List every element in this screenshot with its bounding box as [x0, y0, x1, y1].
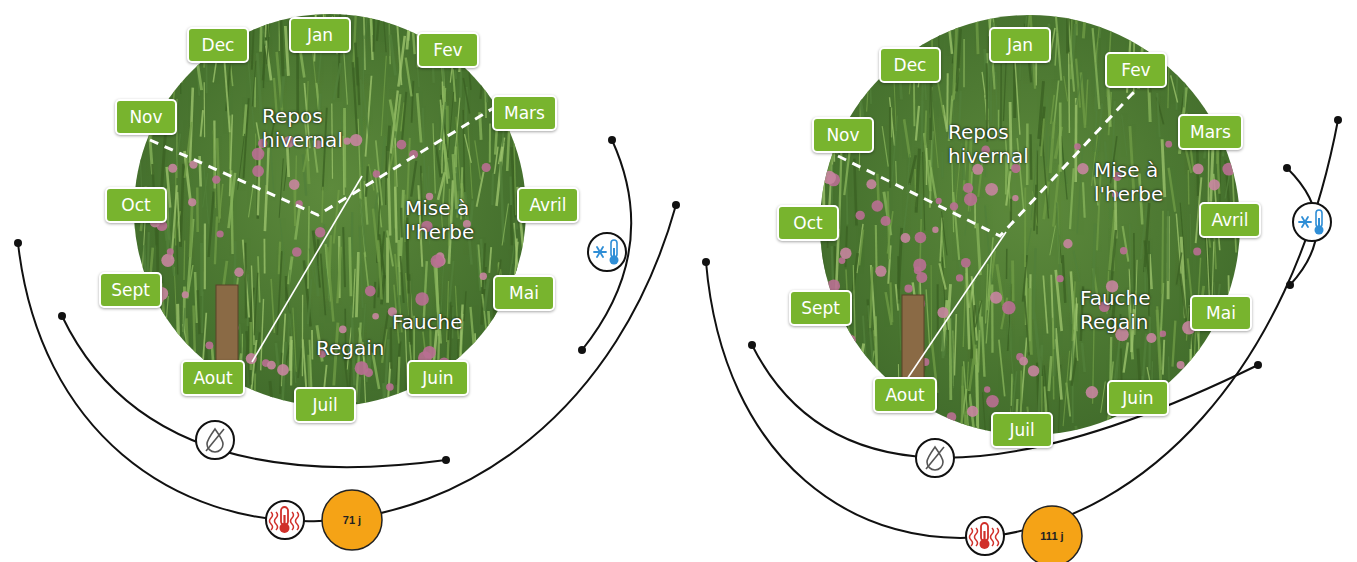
cold-icon	[1293, 203, 1331, 241]
month-box: Oct	[105, 187, 167, 223]
month-label: Sept	[801, 298, 840, 318]
month-label: Juin	[1122, 388, 1153, 408]
month-label: Aout	[193, 368, 232, 388]
month-label: Jan	[307, 25, 333, 45]
month-box: Dec	[187, 27, 249, 63]
month-label: Nov	[129, 107, 162, 127]
cold-icon	[588, 233, 626, 271]
duration-badge: 111 j	[1020, 504, 1084, 562]
month-box: Nov	[812, 117, 874, 153]
month-box: Jan	[989, 27, 1051, 63]
period-label: Repos hivernal	[262, 104, 382, 152]
month-box: Juil	[294, 387, 356, 423]
month-label: Mars	[504, 103, 545, 123]
month-label: Aout	[885, 385, 924, 405]
month-label: Juil	[312, 395, 337, 415]
month-label: Jan	[1007, 35, 1033, 55]
month-label: Avril	[529, 195, 566, 215]
month-label: Mars	[1190, 122, 1231, 142]
duration-text: 71 j	[326, 488, 378, 552]
month-label: Avril	[1211, 210, 1248, 230]
month-box: Sept	[99, 272, 162, 308]
month-box: Avril	[1199, 202, 1261, 238]
month-box: Fev	[1105, 52, 1167, 88]
month-label: Dec	[202, 35, 235, 55]
period-label: Mise à l'herbe	[405, 196, 510, 244]
month-label: Sept	[111, 280, 150, 300]
month-box: Aout	[873, 377, 937, 413]
meadow-right	[815, 0, 1245, 455]
duration-text: 111 j	[1026, 504, 1078, 562]
month-box: Juin	[1107, 380, 1169, 416]
month-box: Avril	[517, 187, 579, 223]
month-box: Dec	[879, 47, 941, 83]
month-box: Mai	[493, 275, 555, 311]
month-label: Oct	[793, 213, 822, 233]
month-label: Oct	[121, 195, 150, 215]
month-box: Jan	[289, 17, 351, 53]
month-box: Fev	[417, 32, 479, 68]
month-box: Aout	[181, 360, 245, 396]
month-box: Mars	[492, 95, 557, 131]
month-label: Mai	[509, 283, 539, 303]
month-box: Mai	[1190, 295, 1252, 331]
period-label: Mise à l'herbe	[1094, 158, 1194, 206]
month-box: Sept	[789, 290, 852, 326]
month-box: Nov	[115, 99, 177, 135]
month-box: Oct	[777, 205, 839, 241]
period-label: Repos hivernal	[948, 120, 1048, 168]
month-box: Juin	[407, 360, 469, 396]
month-label: Juin	[422, 368, 453, 388]
duration-badge: 71 j	[320, 488, 384, 552]
month-label: Juil	[1009, 420, 1034, 440]
month-label: Mai	[1206, 303, 1236, 323]
heat-icon	[966, 517, 1004, 555]
meadow-left	[130, 0, 531, 423]
month-label: Dec	[894, 55, 927, 75]
period-lines	[150, 64, 1160, 382]
month-label: Fev	[1121, 60, 1150, 80]
period-label: Fauche	[392, 310, 492, 334]
month-label: Nov	[826, 125, 859, 145]
month-label: Fev	[433, 40, 462, 60]
period-label: Fauche Regain	[1080, 286, 1180, 334]
month-box: Mars	[1178, 114, 1243, 150]
period-label: Regain	[316, 336, 406, 360]
drought-icon	[916, 439, 954, 477]
month-box: Juil	[991, 412, 1053, 448]
heat-icon	[266, 501, 304, 539]
drought-icon	[196, 421, 234, 459]
